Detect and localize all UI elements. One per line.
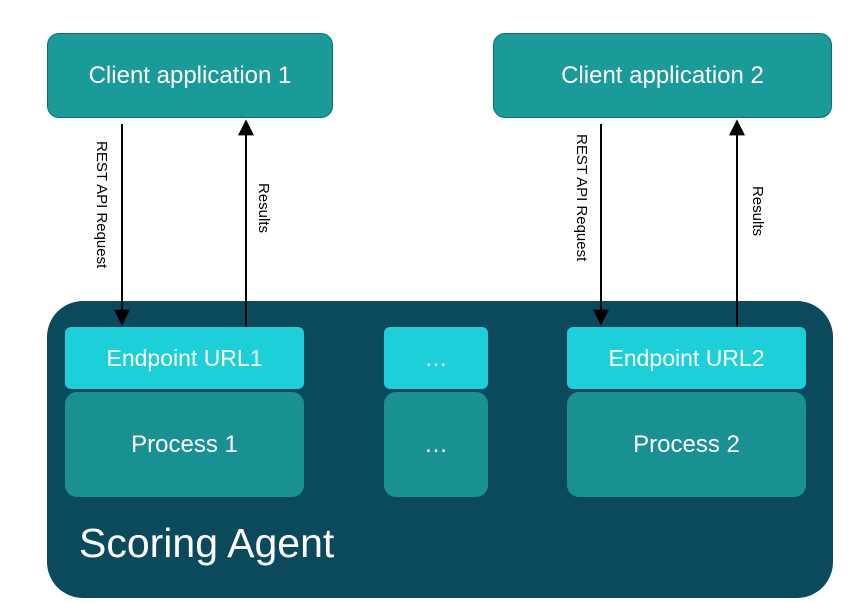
endpoint-url2-label: Endpoint URL2 [608, 344, 765, 371]
results-label-2: Results [749, 186, 766, 237]
endpoint-ellipsis-label: … [424, 344, 448, 371]
client-application-1-label: Client application 1 [88, 61, 292, 89]
process-1-box: Process 1 [65, 392, 304, 497]
request-label-1: REST API Request [93, 141, 110, 269]
request-label-2: REST API Request [573, 134, 590, 262]
endpoint-url1-box: Endpoint URL1 [65, 327, 304, 389]
endpoint-url1-label: Endpoint URL1 [106, 344, 263, 371]
scoring-agent-title: Scoring Agent [79, 520, 335, 566]
results-label-1: Results [255, 183, 272, 234]
process-1-label: Process 1 [131, 430, 238, 458]
client-application-1-box: Client application 1 [47, 33, 333, 118]
process-ellipsis-label: … [424, 430, 448, 458]
process-2-label: Process 2 [633, 430, 740, 458]
process-ellipsis-box: … [384, 392, 488, 497]
client-application-2-box: Client application 2 [493, 33, 832, 118]
endpoint-url2-box: Endpoint URL2 [567, 327, 806, 389]
client-application-2-label: Client application 2 [561, 61, 764, 89]
process-2-box: Process 2 [567, 392, 806, 497]
endpoint-ellipsis-box: … [384, 327, 488, 389]
